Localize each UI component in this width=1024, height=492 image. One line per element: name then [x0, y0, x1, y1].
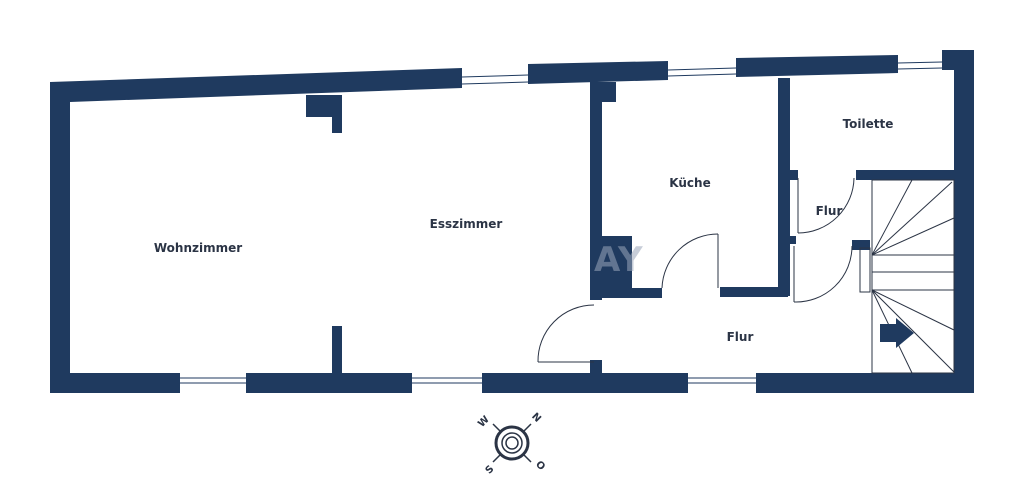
compass-icon: [492, 423, 532, 463]
room-label-kueche: Küche: [669, 176, 711, 190]
room-label-flur-upper: Flur: [815, 204, 843, 218]
stair-direction-arrow-icon: [880, 318, 914, 348]
staircase: [859, 179, 955, 374]
room-label-wohnzimmer: Wohnzimmer: [153, 241, 243, 255]
room-label-toilette: Toilette: [842, 117, 894, 131]
windows: [180, 61, 943, 384]
room-label-esszimmer: Esszimmer: [429, 217, 503, 231]
watermark: AY: [594, 240, 644, 280]
room-label-flur-lower: Flur: [726, 330, 754, 344]
doors: [537, 177, 855, 363]
walls: [50, 50, 974, 393]
